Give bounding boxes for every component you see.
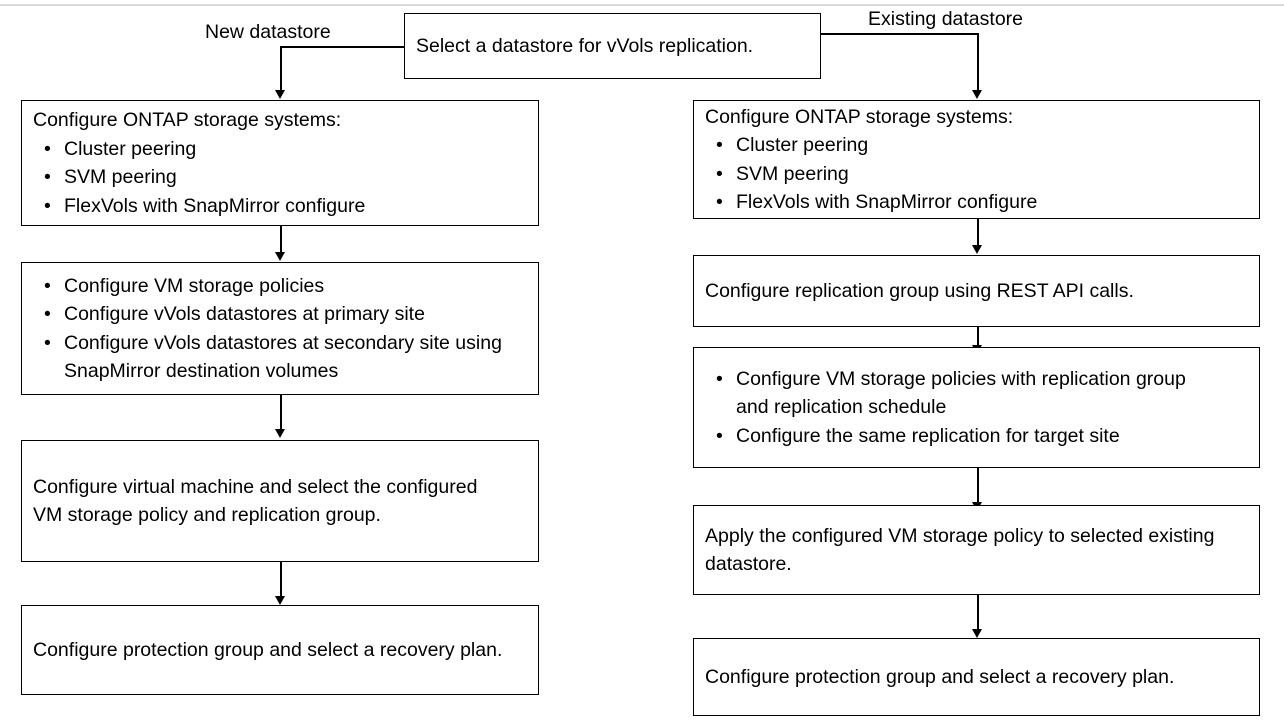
node-paragraph: Configure replication group using REST A… [705, 279, 1134, 302]
arrowhead-right-4-to-5 [972, 629, 982, 638]
top-divider-rule [0, 4, 1284, 6]
bullet-dot-icon: • [44, 137, 51, 160]
node-bullet-list: • Cluster peering • SVM peering • FlexVols … [694, 131, 1259, 217]
list-item-label: FlexVols with SnapMirror configure [736, 191, 1038, 213]
list-item-label: Configure the same replication for targe… [736, 424, 1120, 447]
list-item-label: SVM peering [736, 162, 849, 185]
connector-decision-to-right [820, 33, 979, 35]
list-item: • Configure vVols datastores at primary s… [22, 300, 538, 329]
arrowhead-right-1-to-2 [972, 245, 982, 254]
list-item: • Cluster peering [694, 131, 1259, 160]
list-item-label: Configure vVols datastores at secondary … [64, 331, 502, 383]
node-paragraph: Configure protection group and select a … [705, 665, 1175, 688]
decision-box-text: Select a datastore for vVols replication… [416, 34, 754, 57]
list-item: • Configure VM storage policies [22, 272, 538, 301]
bullet-dot-icon: • [44, 194, 51, 217]
connector-right-3-to-4 [977, 468, 979, 504]
connector-right-2-to-3 [977, 327, 979, 355]
connector-right-4-to-5 [977, 595, 979, 631]
list-item: • Configure the same replication for targ… [694, 422, 1259, 451]
connector-decision-to-left [280, 46, 405, 48]
arrowhead-left-2-to-3 [275, 429, 285, 438]
node-left-configure-ontap: Configure ONTAP storage systems: • Cluste… [21, 100, 539, 226]
node-heading: Configure ONTAP storage systems: [705, 105, 1014, 128]
bullet-dot-icon: • [44, 331, 51, 354]
node-right-vm-policies: • Configure VM storage policies with repl… [693, 347, 1260, 468]
arrowhead-decision-to-left [275, 90, 285, 99]
bullet-dot-icon: • [716, 367, 723, 390]
node-left-configure-vm: Configure virtual machine and select the… [21, 440, 539, 562]
bullet-dot-icon: • [44, 274, 51, 297]
list-item-label: Configure VM storage policies [64, 274, 325, 297]
list-item-label: SVM peering [64, 166, 177, 188]
connector-left-1-to-2 [280, 226, 282, 254]
arrowhead-decision-to-right [972, 90, 982, 99]
list-item-label: Cluster peering [736, 134, 869, 156]
node-left-protection-group: Configure protection group and select a … [21, 605, 539, 695]
bullet-dot-icon: • [716, 191, 723, 213]
connector-left-2-to-3 [280, 395, 282, 431]
list-item: • Configure VM storage policies with repl… [694, 365, 1259, 422]
bullet-dot-icon: • [716, 424, 723, 447]
bullet-dot-icon: • [716, 134, 723, 156]
list-item-label: Cluster peering [64, 137, 197, 160]
branch-label-new-datastore: New datastore [205, 21, 331, 43]
arrowhead-left-3-to-4 [275, 596, 285, 605]
list-item: • FlexVols with SnapMirror configure [22, 192, 538, 221]
node-paragraph: Configure virtual machine and select the… [33, 475, 478, 527]
list-item-label: Configure vVols datastores at primary si… [64, 303, 425, 325]
node-right-configure-ontap: Configure ONTAP storage systems: • Cluste… [693, 100, 1260, 219]
bullet-dot-icon: • [716, 162, 723, 185]
node-paragraph: Apply the configured VM storage policy t… [705, 524, 1215, 576]
list-item: • SVM peering [22, 163, 538, 192]
node-right-apply-policy: Apply the configured VM storage policy t… [693, 505, 1260, 595]
list-item-label: FlexVols with SnapMirror configure [64, 194, 366, 217]
connector-decision-to-right-vertical [977, 33, 979, 92]
connector-right-1-to-2 [977, 219, 979, 247]
list-item: • Configure vVols datastores at secondary… [22, 329, 538, 386]
node-paragraph: Configure protection group and select a … [33, 638, 503, 661]
bullet-dot-icon: • [44, 303, 51, 325]
list-item: • Cluster peering [22, 135, 538, 164]
node-bullet-list: • Cluster peering • SVM peering • FlexVols … [22, 135, 538, 221]
list-item-label: Configure VM storage policies with repli… [736, 367, 1186, 419]
list-item: • FlexVols with SnapMirror configure [694, 188, 1259, 217]
arrowhead-left-1-to-2 [275, 252, 285, 261]
node-right-protection-group: Configure protection group and select a … [693, 638, 1260, 716]
node-heading: Configure ONTAP storage systems: [33, 109, 342, 131]
branch-label-existing-datastore: Existing datastore [868, 8, 1024, 30]
connector-decision-to-left-vertical [280, 46, 282, 92]
connector-left-3-to-4 [280, 562, 282, 598]
node-right-replication-group: Configure replication group using REST A… [693, 255, 1260, 327]
bullet-dot-icon: • [44, 166, 51, 188]
node-left-vm-policies: • Configure VM storage policies • Configur… [21, 262, 539, 395]
node-bullet-list: • Configure VM storage policies • Configur… [22, 272, 538, 386]
decision-box-select-datastore: Select a datastore for vVols replication… [404, 13, 821, 79]
list-item: • SVM peering [694, 160, 1259, 189]
node-bullet-list: • Configure VM storage policies with repl… [694, 365, 1259, 451]
